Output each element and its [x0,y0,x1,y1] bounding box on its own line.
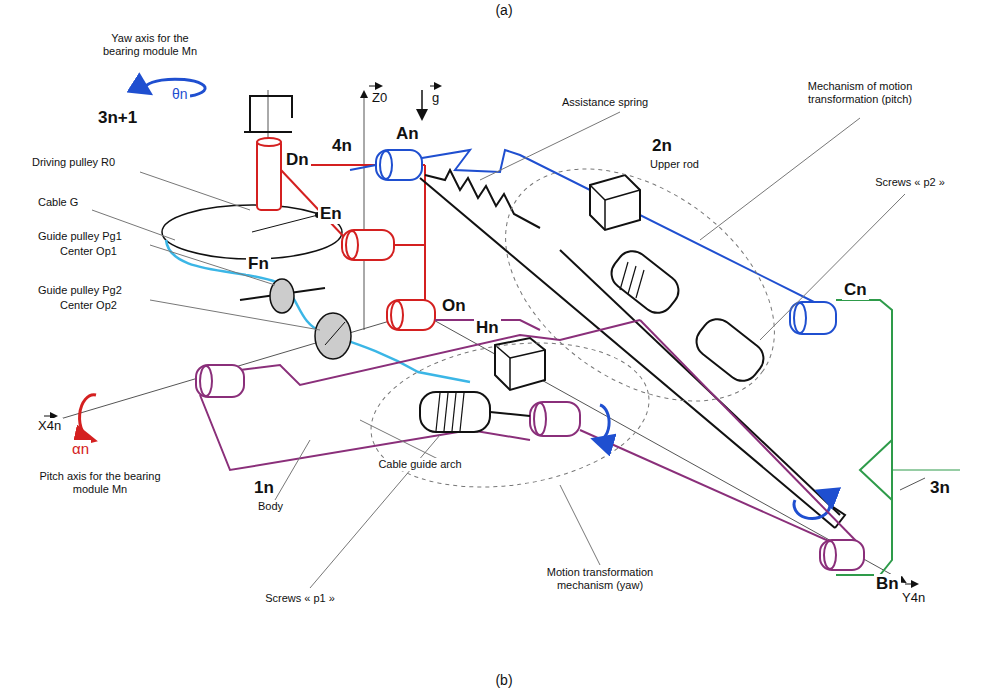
callout-text: Screws « p1 » [263,592,337,605]
callout-text: Cable guide arch [376,458,463,471]
callout-text: αn [70,440,91,458]
callout-text: Yaw axis for the bearing module Mn [91,32,210,58]
part-label: 2n [650,136,674,156]
part-label: 3n+1 [96,108,139,128]
callout-text: Center Op1 [58,245,119,258]
callout-text: Body [256,500,285,513]
callout-text: Center Op2 [58,299,119,312]
callout-text: Upper rod [648,158,701,171]
callout-text: X4n [36,418,63,434]
callout-text: Assistance spring [560,96,650,109]
part-label: 3n [928,478,952,498]
part-label: Fn [246,254,271,274]
part-label: Bn [874,574,901,594]
callout-text: Motion transformation mechanism (yaw) [533,566,667,592]
callout-text: Pitch axis for the bearing module Mn [33,470,167,496]
part-label: Hn [474,318,501,338]
part-label: On [440,296,468,316]
callout-text: (a) [493,2,514,19]
callout-text: Screws « p2 » [873,176,947,189]
part-label: 1n [252,478,276,498]
part-label: En [318,204,344,224]
callout-text: Guide pulley Pg1 [36,230,124,243]
callout-text: Guide pulley Pg2 [36,284,124,297]
part-label: 4n [330,136,354,156]
callout-text: Y4n [900,590,927,606]
callout-text: Driving pulley R0 [30,156,117,169]
callout-text: Mechanism of motion transformation (pitc… [778,80,942,106]
callout-text: (b) [493,672,514,689]
callout-text: Z0 [370,90,389,106]
callout-text: Cable G [36,196,80,209]
part-label: Cn [842,280,869,300]
callout-text: θn [170,86,190,103]
part-label: An [394,124,421,144]
callout-text: g [430,90,441,106]
part-label: Dn [284,150,311,170]
